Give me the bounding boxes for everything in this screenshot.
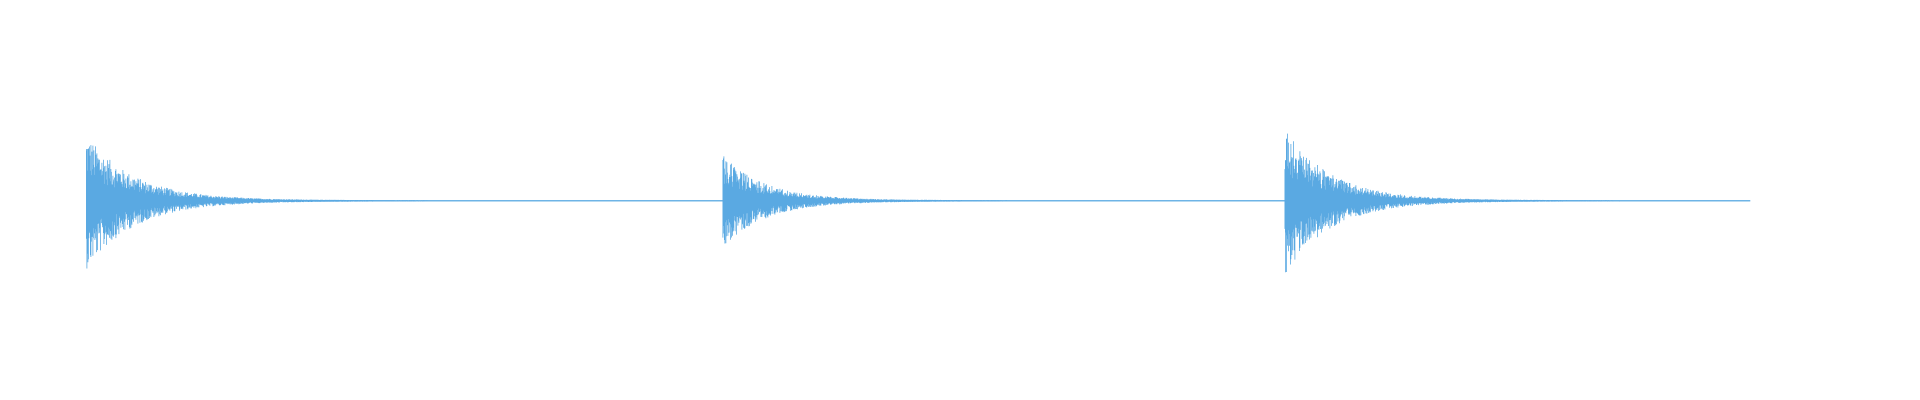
- waveform-signal: [86, 133, 1751, 273]
